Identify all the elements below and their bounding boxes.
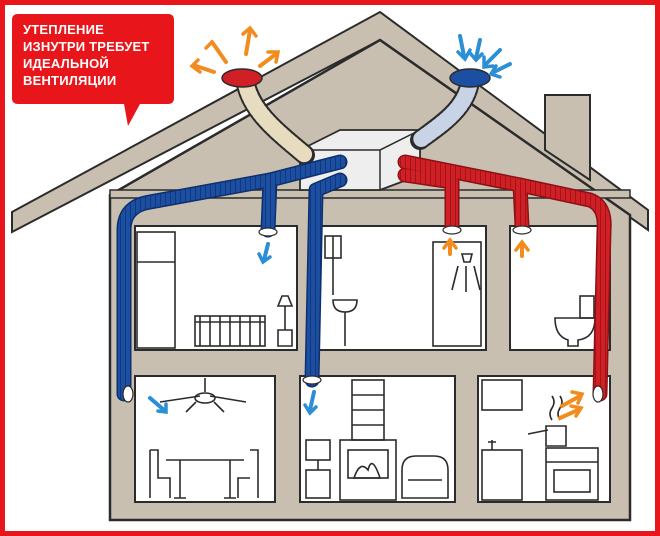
warm-arrow-icon [244,28,252,56]
kitchen-cabinet [481,379,523,411]
fireplace-room [299,375,456,503]
cool-arrow-icon [492,62,512,74]
bathroom [317,225,487,351]
chair-right [237,449,259,498]
stove [545,447,599,501]
cool-arrow-icon [484,48,502,66]
warm-arrow-icon [558,408,580,420]
supply-ducts [116,154,348,402]
grilles [122,225,604,403]
house [11,10,649,522]
warm-arrow-icon [194,64,216,74]
living-room [134,375,276,503]
fireplace [339,439,397,501]
cool-arrow-icon [262,242,270,262]
cool-arrow-icon [458,34,466,58]
kitchen-counter [481,449,523,501]
cool-arrow-icon [148,396,166,412]
intake-cap [449,68,491,88]
cool-arrow-icon [474,38,482,60]
callout-line: ИЗНУТРИ ТРЕБУЕТ [23,39,150,54]
bedroom [134,225,298,351]
ventilation-diagram [11,10,649,522]
pot [527,425,567,447]
roof [11,10,649,234]
table-lamp [276,295,294,347]
toilet-bowl [554,317,596,347]
warm-arrow-icon [258,52,278,68]
faucet [488,440,496,450]
callout-line: ВЕНТИЛЯЦИИ [23,73,117,88]
callout-bubble [12,14,174,126]
kitchen [477,375,611,503]
warm-arrow-icon [560,394,582,408]
exhaust-ducts [397,154,612,402]
shower-head [460,253,474,263]
sink [332,299,358,346]
dining-table [166,459,244,499]
bathtub [432,241,482,347]
callout-line: УТЕПЛЕНИЕ [23,22,105,37]
chimney-left [544,94,591,182]
callout-line: ИДЕАЛЬНОЙ [23,56,109,71]
exhaust-cap [221,68,263,88]
furniture [136,231,599,501]
mirror [324,235,342,259]
wardrobe [136,231,176,349]
cool-arrow-icon [308,390,316,412]
callout-text: УТЕПЛЕНИЕ ИЗНУТРИ ТРЕБУЕТ ИДЕАЛЬНОЙ ВЕНТ… [23,21,173,89]
roof-terminals [221,68,491,165]
armchair [401,455,449,499]
chair-left [149,449,171,498]
airflow-arrows [148,25,585,420]
steam [549,395,563,421]
